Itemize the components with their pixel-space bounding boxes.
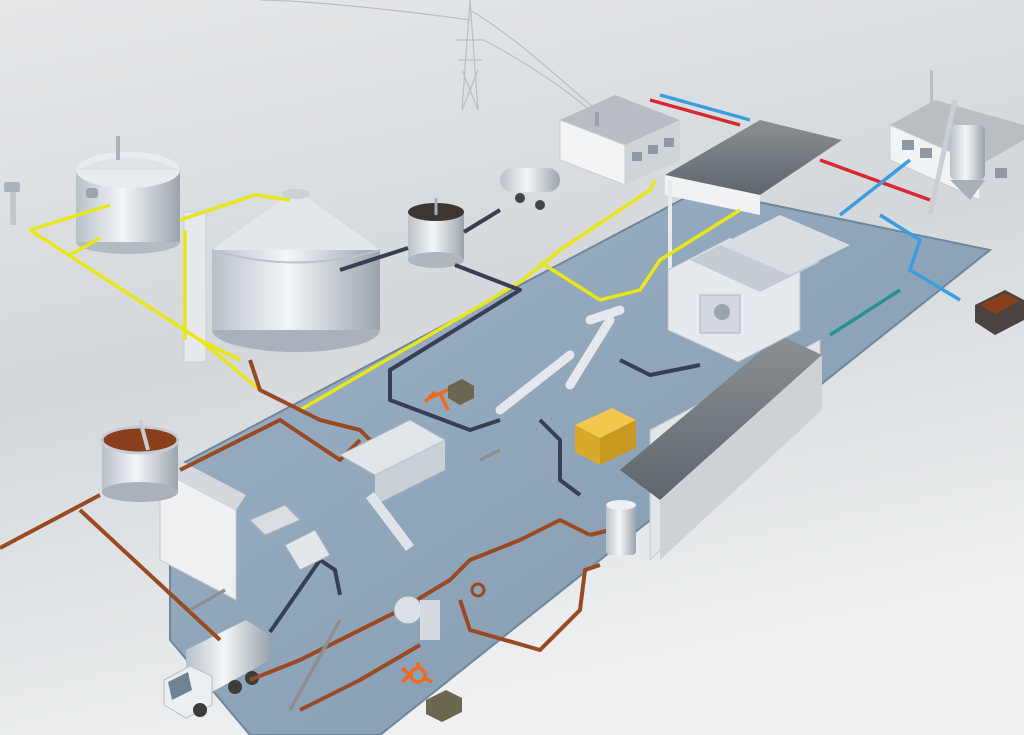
storage-tank-icon bbox=[102, 420, 178, 502]
polymer-tank-icon bbox=[606, 500, 636, 555]
thickener-tank-icon bbox=[408, 198, 464, 268]
